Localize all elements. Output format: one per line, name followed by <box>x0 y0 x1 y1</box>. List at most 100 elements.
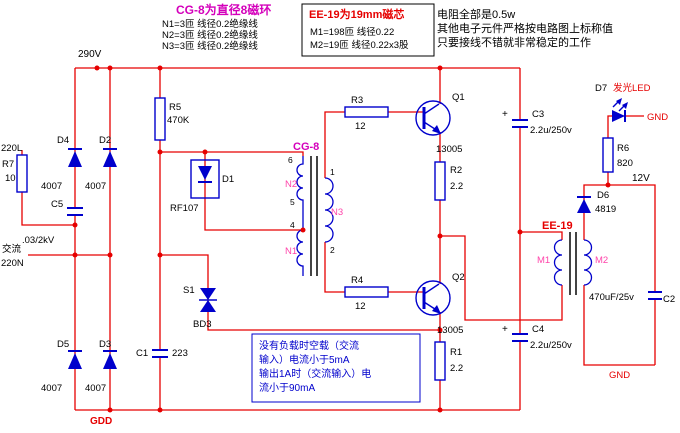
ee19-spec-block: EE-19为19mm磁芯 M1=198匝 线径0.22 M2=19匝 线径0.2… <box>301 3 435 57</box>
d4-value: 4007 <box>41 181 62 192</box>
d2-value: 4007 <box>85 181 106 192</box>
capacitor-c3 <box>512 119 528 128</box>
r3-ref: R3 <box>351 95 363 106</box>
capacitor-c1 <box>152 349 168 358</box>
ee19-label: EE-19 <box>542 220 573 232</box>
ee19-winding-m2 <box>583 239 593 286</box>
q2-ref: Q2 <box>452 272 465 283</box>
q2-collector <box>423 283 440 295</box>
load-note-line-3: 输出1A时（交流输入）电 <box>259 367 371 380</box>
c5-value: .03/2kV <box>22 235 55 246</box>
transistor-q1 <box>415 100 451 136</box>
cg8-winding-n2-label: N2 <box>285 179 297 190</box>
note-line-2: 其他电子元件严格按电路图上标称值 <box>437 21 613 35</box>
load-note-box <box>251 333 421 403</box>
c2-value: 470uF/25v <box>589 292 634 303</box>
terminal-220l: 220L <box>1 143 22 154</box>
cg8-pin1: 1 <box>330 167 335 177</box>
r1-body <box>434 341 446 381</box>
ee19-winding-m1-label: M1 <box>537 255 550 266</box>
junction-dot <box>300 227 306 233</box>
load-note-line-1: 没有负载时空载（交流 <box>259 339 359 352</box>
diode-icon <box>103 151 117 167</box>
load-current-note-block: 没有负载时空载（交流 输入）电流小于5mA 输出1A时（交流输入）电 流小于90… <box>251 333 421 403</box>
c1-ref: C1 <box>136 348 148 359</box>
transformer-ee19 <box>553 232 593 295</box>
led-d7 <box>612 98 628 122</box>
junction-dot <box>107 65 113 71</box>
cg8-winding-n3 <box>324 177 334 243</box>
cg8-pin6: 6 <box>288 155 293 165</box>
junction-dot <box>437 407 443 413</box>
q1-circle <box>415 100 451 136</box>
fuse-resistor-r7 <box>16 154 28 193</box>
d7-value: 发光LED <box>613 82 651 94</box>
bridge-diode-d5 <box>68 350 82 369</box>
transistor-q2 <box>415 280 451 316</box>
cg8-pin5: 5 <box>290 197 295 207</box>
ee19-spec-m1: M1=198匝 线径0.22 <box>310 26 394 38</box>
diac-s1 <box>199 288 217 312</box>
c1-value: 223 <box>172 348 188 359</box>
r2-ref: R2 <box>450 165 462 176</box>
d1-ref: D1 <box>222 174 234 185</box>
capacitor-c2 <box>648 291 662 300</box>
diac-icon <box>200 288 216 300</box>
resistor-r4 <box>344 286 389 298</box>
junction-dot <box>437 327 443 333</box>
load-note-line-2: 输入）电流小于5mA <box>259 353 350 366</box>
cg8-spec-title: CG-8为直径8磁环 <box>176 2 271 17</box>
q2-emitter-arrow <box>432 305 441 314</box>
cg8-label: CG-8 <box>293 141 319 153</box>
s1-value: BD3 <box>193 319 211 330</box>
junction-dot <box>437 233 443 239</box>
d6-ref: D6 <box>597 190 609 201</box>
junction-dot <box>107 252 113 258</box>
d4-ref: D4 <box>57 135 69 146</box>
r7-value: 10 <box>5 173 16 184</box>
terminal-12v: 12V <box>632 173 650 184</box>
note-line-3: 只要接线不错就非常稳定的工作 <box>437 35 591 49</box>
junction-dot <box>437 65 443 71</box>
led-icon <box>612 110 625 122</box>
r7-body <box>16 154 28 193</box>
junction-dot <box>72 252 78 258</box>
r3-body <box>344 106 389 118</box>
terminal-ac: 交流 <box>2 243 22 255</box>
diode-icon <box>103 353 117 369</box>
resistor-r6 <box>602 137 614 173</box>
r1-ref: R1 <box>450 347 462 358</box>
wire-pin2-to-r4 <box>324 242 424 293</box>
r4-body <box>344 286 389 298</box>
r5-ref: R5 <box>169 102 181 113</box>
diac-icon <box>200 300 216 312</box>
load-note-line-4: 流小于90mA <box>259 381 315 394</box>
cg8-winding-n1-label: N1 <box>285 246 297 257</box>
r4-ref: R4 <box>351 275 363 286</box>
ee19-winding-m2-label: M2 <box>595 255 608 266</box>
note-line-1: 电阻全部是0.5w <box>437 7 515 21</box>
cg8-spec-block: CG-8为直径8磁环 N1=3匝 线径0.2绝缘线 N2=3匝 线径0.2绝缘线… <box>162 2 271 52</box>
ee19-spec-box <box>301 3 435 57</box>
terminal-gnd-top: GND <box>647 112 668 123</box>
terminal-290v: 290V <box>78 49 102 60</box>
q2-circle <box>415 280 451 316</box>
junction-dot <box>517 229 523 235</box>
d7-ref: D7 <box>595 83 607 94</box>
diode-d1 <box>190 159 220 199</box>
junction-dot <box>157 407 163 413</box>
r6-value: 820 <box>617 158 633 169</box>
q2-value: 13005 <box>437 325 463 336</box>
s1-ref: S1 <box>183 285 195 296</box>
d6-value: 4819 <box>595 204 616 215</box>
r4-value: 12 <box>355 301 366 312</box>
bridge-diode-d2 <box>103 148 117 167</box>
q1-emitter-arrow <box>432 125 441 134</box>
wire-pin6-line <box>160 151 304 156</box>
diode-d6 <box>577 196 591 213</box>
d5-value: 4007 <box>41 383 62 394</box>
ee19-winding-m1 <box>553 239 563 286</box>
c4-ref: C4 <box>532 324 544 335</box>
